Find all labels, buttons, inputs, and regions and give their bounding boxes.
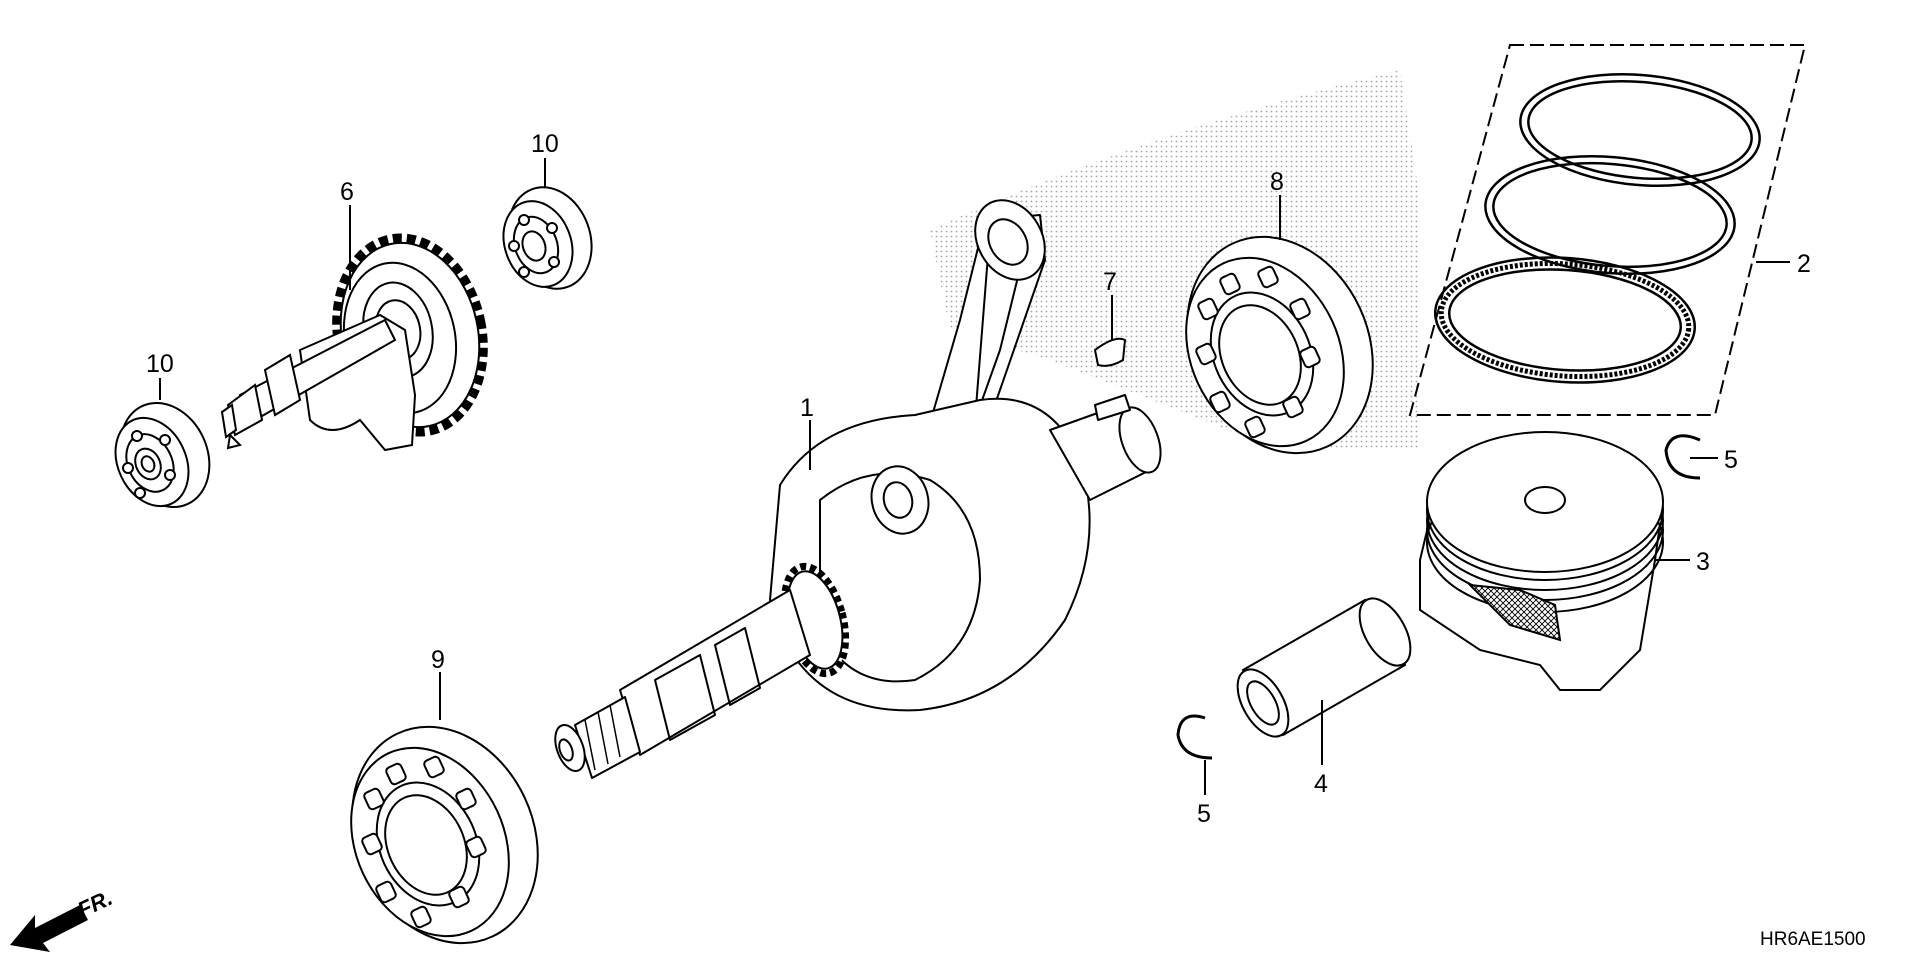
callout-5a: 5 — [1724, 446, 1738, 474]
balancer-shaft-gear[interactable] — [220, 224, 501, 452]
bearing-upper[interactable] — [492, 175, 605, 300]
bearing-left[interactable] — [102, 388, 226, 521]
callout-2: 2 — [1797, 250, 1811, 278]
bearing-right[interactable] — [1153, 206, 1407, 483]
callout-10a: 10 — [146, 350, 174, 378]
callouts: 1 2 3 4 5 5 6 7 8 9 10 10 — [146, 130, 1811, 828]
callout-9: 9 — [431, 646, 445, 674]
callout-8: 8 — [1270, 168, 1284, 196]
piston-ring-set[interactable] — [1408, 44, 1807, 416]
leader-lines — [159, 158, 1790, 795]
bearing-lower[interactable] — [318, 696, 572, 960]
piston-pin-clip-right[interactable] — [1664, 434, 1701, 480]
diagram-code: HR6AE1500 — [1760, 929, 1866, 950]
callout-5b: 5 — [1197, 800, 1211, 828]
woodruff-key[interactable] — [1093, 337, 1127, 367]
piston-pin[interactable] — [1227, 590, 1421, 745]
callout-6: 6 — [340, 178, 354, 206]
callout-10b: 10 — [531, 130, 559, 158]
callout-7: 7 — [1103, 268, 1117, 296]
front-direction-arrow — [10, 905, 88, 952]
piston-pin-clip-left[interactable] — [1176, 714, 1213, 760]
callout-4: 4 — [1314, 770, 1328, 798]
callout-3: 3 — [1696, 548, 1710, 576]
callout-1: 1 — [800, 394, 814, 422]
piston[interactable] — [1419, 431, 1664, 691]
crankshaft-assembly[interactable] — [550, 188, 1169, 779]
